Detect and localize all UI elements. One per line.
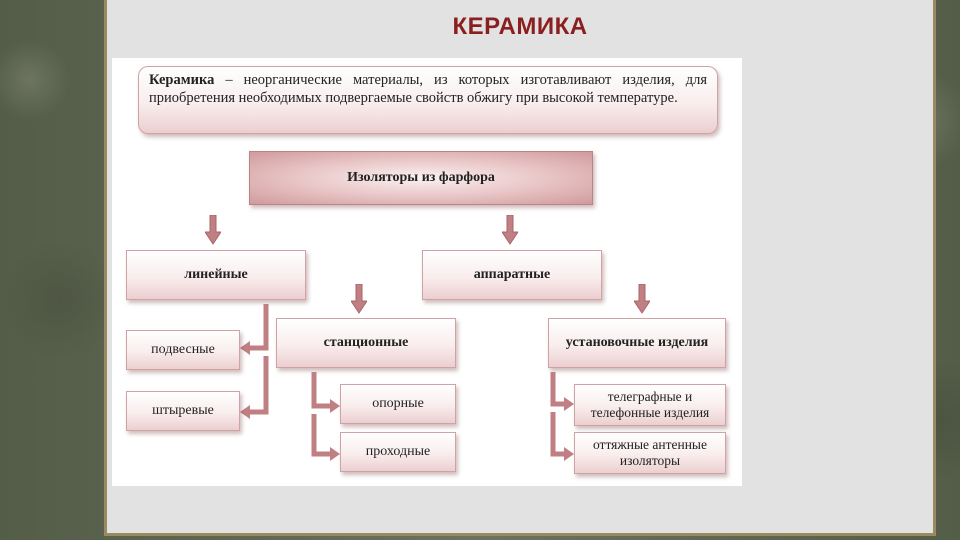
definition-text: – неорганические материалы, из которых и… <box>149 72 707 107</box>
definition-box: Керамика – неорганические материалы, из … <box>138 66 718 134</box>
node-station-label: станционные <box>323 334 409 350</box>
leaf-pin: штыревые <box>126 391 240 431</box>
arrow-down-icon <box>205 215 221 245</box>
definition-term: Керамика <box>149 72 215 88</box>
node-apparatus-label: аппаратные <box>473 266 551 282</box>
node-installation-label: установочные изделия <box>565 334 709 350</box>
leaf-telegraph: телеграфные и телефонные изделия <box>574 384 726 426</box>
slide-title: КЕРАМИКА <box>452 13 588 40</box>
leaf-bushing: проходные <box>340 432 456 472</box>
node-linear: линейные <box>126 250 306 300</box>
node-installation: установочные изделия <box>548 318 726 368</box>
arrow-down-icon <box>502 215 518 245</box>
leaf-telegraph-label: телеграфные и телефонные изделия <box>590 388 710 420</box>
connector-installation-icon <box>550 372 574 461</box>
diagram-panel: Керамика – неорганические материалы, из … <box>112 58 742 486</box>
leaf-support-label: опорные <box>372 395 424 411</box>
leaf-suspension-label: подвесные <box>151 341 215 357</box>
leaf-antenna-label: оттяжные антенные изоляторы <box>592 436 707 468</box>
leaf-bushing-label: проходные <box>365 443 431 459</box>
node-linear-label: линейные <box>184 266 248 282</box>
arrow-down-icon <box>351 284 367 314</box>
root-node-label: Изоляторы из фарфора <box>347 169 495 185</box>
leaf-suspension: подвесные <box>126 330 240 370</box>
leaf-support: опорные <box>340 384 456 424</box>
connector-station-icon <box>311 372 340 461</box>
connector-linear-icon <box>240 304 269 419</box>
leaf-pin-label: штыревые <box>152 402 214 418</box>
leaf-antenna: оттяжные антенные изоляторы <box>574 432 726 474</box>
node-apparatus: аппаратные <box>422 250 602 300</box>
arrow-down-icon <box>634 284 650 314</box>
root-node: Изоляторы из фарфора <box>249 151 593 205</box>
node-station: станционные <box>276 318 456 368</box>
